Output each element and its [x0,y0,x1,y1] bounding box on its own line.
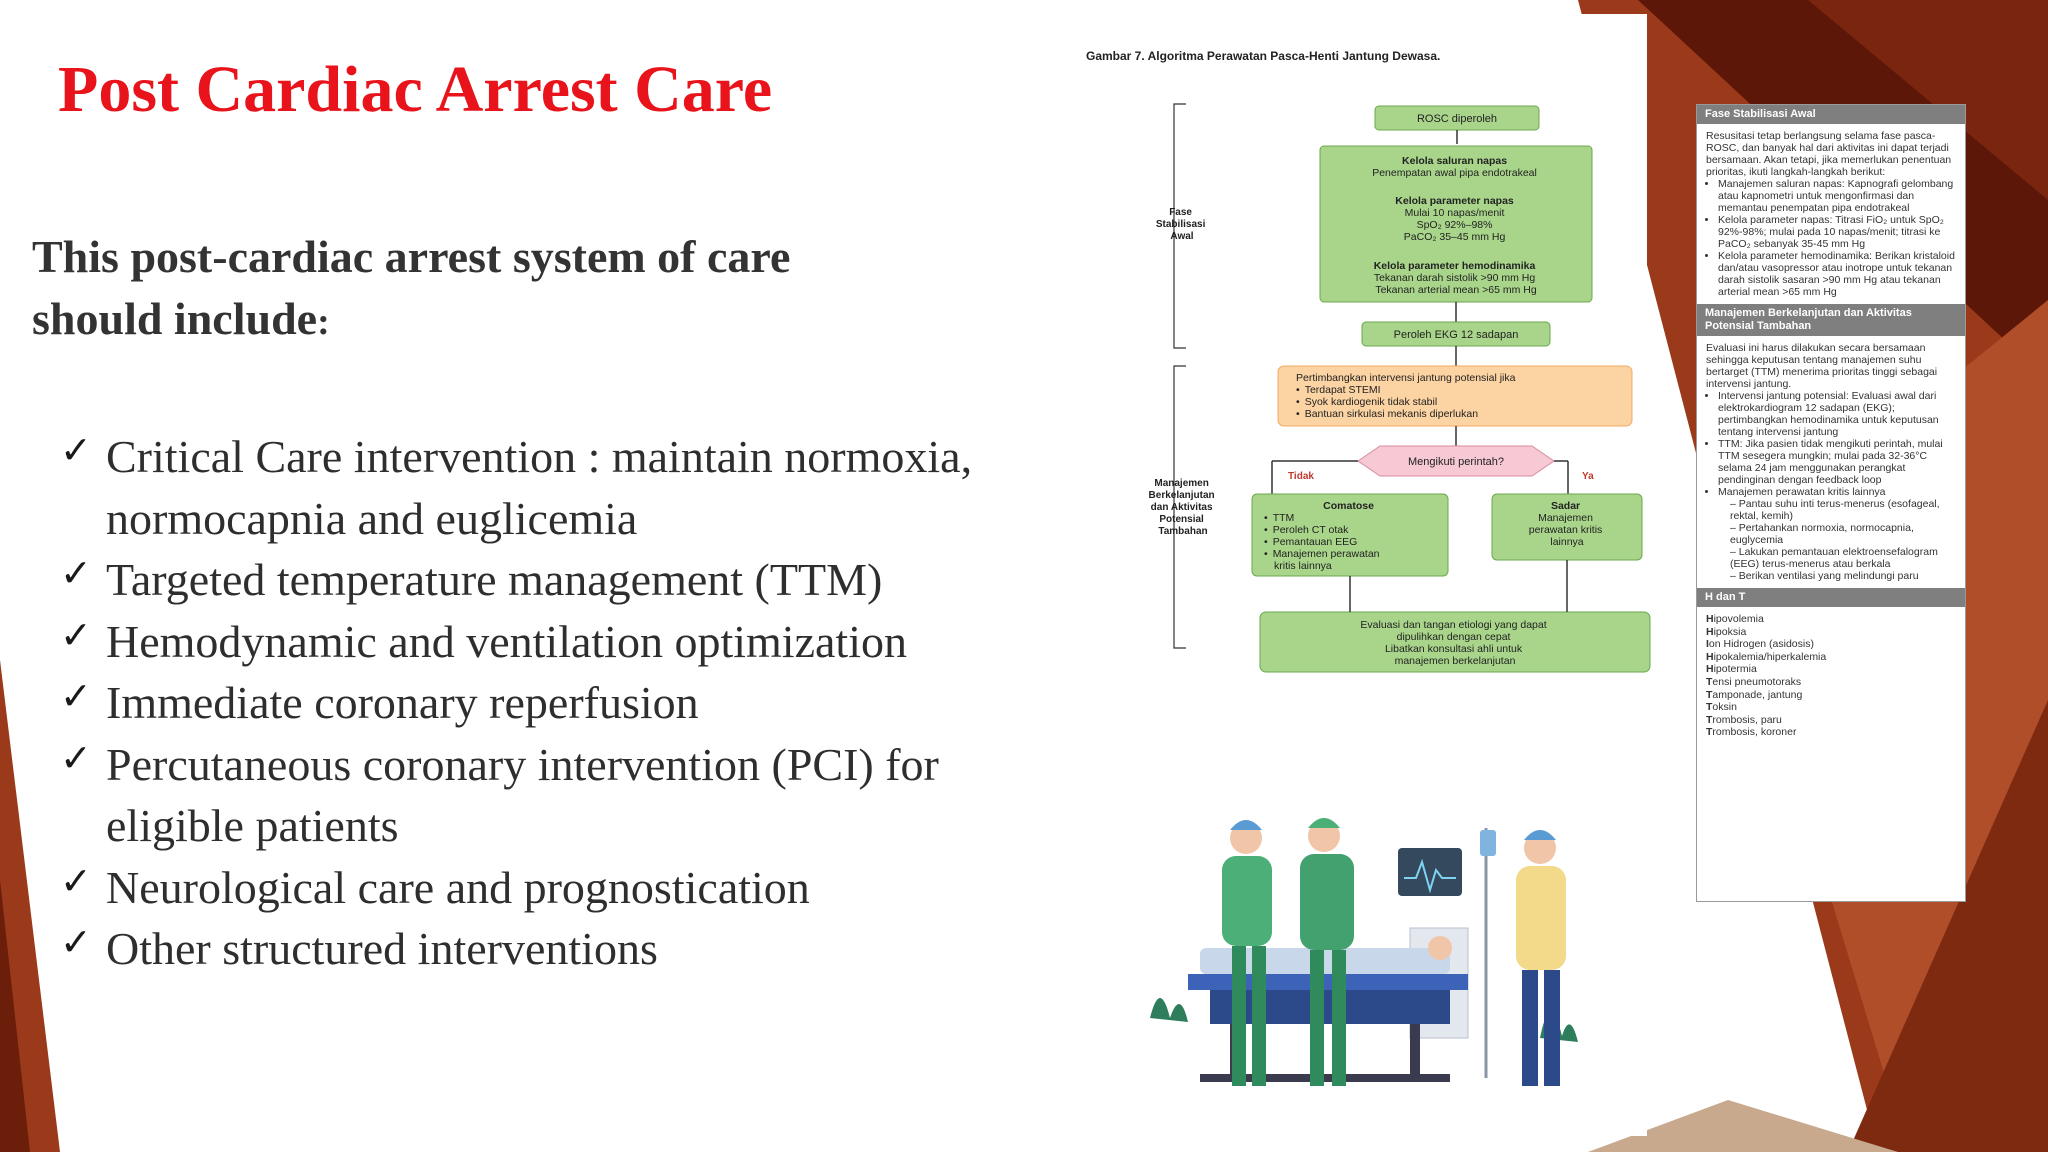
bullet-item: ✓ Neurological care and prognostication [60,857,1040,919]
decision-label: Mengikuti perintah? [1408,456,1504,468]
bullet-item: ✓ Hemodynamic and ventilation optimizatio… [60,611,1040,673]
nurse-body [1516,866,1566,970]
slide-subtitle: This post-cardiac arrest system of care … [32,226,912,353]
checkmark-icon: ✓ [60,551,92,595]
bullet-text: Percutaneous coronary intervention (PCI)… [106,738,939,852]
comatose-text: Comatose •TTM •Peroleh CT otak •Pemantau… [1264,500,1382,572]
rosc-label: ROSC diperoleh [1417,113,1497,125]
medical-team-illustration [1150,818,1578,1086]
bullet-text: Critical Care intervention : maintain no… [106,431,973,544]
plant-icon [1150,998,1188,1022]
h-and-t-item: Hipokalemia/hiperkalemia [1706,650,1827,663]
doctor-body [1222,856,1272,946]
bullet-item: ✓ Critical Care intervention : maintain n… [60,426,1040,549]
patient-head [1428,936,1452,960]
checkmark-icon: ✓ [60,674,92,718]
h-and-t-item: Hipoksia [1706,625,1747,638]
section-paragraph: Resusitasi tetap berlangsung selama fase… [1706,130,1952,178]
background-decoration-left [0,660,60,1152]
awake-text: Sadar Manajemen perawatan kritis lainnya [1529,500,1605,548]
checkmark-icon: ✓ [60,920,92,964]
bullet-text: Hemodynamic and ventilation optimization [106,615,907,667]
stabilization-text: Kelola saluran napas Penempatan awal pip… [1372,155,1540,296]
h-and-t-item: Hipovolemia [1706,613,1764,625]
figure-caption: Gambar 7. Algoritma Perawatan Pasca-Hent… [1086,49,1441,63]
section-paragraph: Evaluasi ini harus dilakukan secara bers… [1706,342,1938,390]
h-and-t-item: Trombosis, koroner [1706,726,1797,739]
section-item: Kelola parameter hemodinamika: Berikan k… [1718,250,1956,298]
section-item: Intervensi jantung potensial: Evaluasi a… [1718,390,1956,438]
h-and-t-item: Trombosis, paru [1706,713,1782,726]
bullet-list: ✓ Critical Care intervention : maintain n… [60,426,1040,980]
cardiac-intervention-text: Pertimbangkan intervensi jantung potensi… [1296,372,1518,420]
checkmark-icon: ✓ [60,858,92,903]
slide-title: Post Cardiac Arrest Care [58,53,773,126]
subtitle-colon: : [317,301,330,343]
section-subitem: Lakukan pemantauan elektroensefalogram (… [1730,546,1956,570]
evaluation-text: Evaluasi dan tangan etiologi yang dapat … [1360,619,1549,667]
section-header: Fase Stabilisasi Awal [1697,105,1965,124]
h-and-t-item: Toksin [1706,701,1737,714]
section-subitem: Pantau suhu inti terus-menerus (esofagea… [1730,498,1956,522]
section-body: Evaluasi ini harus dilakukan secara bers… [1697,336,1965,588]
phase2-label: Manajemen Berkelanjutan dan Aktivitas Po… [1149,478,1218,537]
checkmark-icon: ✓ [60,612,92,657]
phase1-label: Fase Stabilisasi Awal [1156,207,1208,242]
doctor-body [1300,854,1354,950]
h-and-t-item: Hipotermia [1706,663,1757,676]
phase1-bracket [1173,103,1186,349]
bullet-item: ✓ Percutaneous coronary intervention (PCI… [60,734,1040,857]
section-item: Manajemen perawatan kritis lainnya Panta… [1718,486,1956,582]
side-info-panel: Fase Stabilisasi Awal Resusitasi tetap b… [1696,104,1966,902]
no-label: Tidak [1288,471,1314,482]
section-item: Manajemen saluran napas: Kapnografi gelo… [1718,178,1956,214]
h-and-t-item: Tamponade, jantung [1706,688,1803,701]
h-and-t-list: Hipovolemia Hipoksia Ion Hidrogen (asido… [1697,607,1965,745]
h-and-t-item: Ion Hidrogen (asidosis) [1706,638,1814,651]
checkmark-icon: ✓ [60,428,92,472]
bullet-item: ✓ Immediate coronary reperfusion [60,672,1040,734]
monitor-icon [1398,848,1462,896]
phase2-bracket [1173,365,1186,649]
subtitle-text: This post-cardiac arrest system of care … [32,231,791,344]
ekg-label: Peroleh EKG 12 sadapan [1394,329,1519,341]
section-header: Manajemen Berkelanjutan dan Aktivitas Po… [1697,304,1965,336]
bullet-item: ✓ Targeted temperature management (TTM) [60,549,1040,611]
bullet-text: Targeted temperature management (TTM) [106,554,883,605]
checkmark-icon: ✓ [60,735,92,780]
section-item: TTM: Jika pasien tidak mengikuti perinta… [1718,438,1956,486]
cardiac-intervention-box [1277,365,1633,427]
yes-label: Ya [1582,471,1594,482]
section-subitem: Berikan ventilasi yang melindungi paru [1730,570,1956,582]
section-item: Kelola parameter napas: Titrasi FiO₂ unt… [1718,214,1956,250]
h-and-t-item: Tensi pneumotoraks [1706,675,1802,688]
bullet-text: Other structured interventions [106,923,658,974]
algorithm-flowchart: Fase Stabilisasi Awal Manajemen Berkelan… [1149,103,1651,673]
section-header: H dan T [1697,588,1965,607]
bullet-text: Neurological care and prognostication [106,861,810,913]
bullet-text: Immediate coronary reperfusion [106,677,699,728]
bullet-item: ✓ Other structured interventions [60,918,1040,980]
section-body: Resusitasi tetap berlangsung selama fase… [1697,124,1965,304]
evaluation-box [1259,611,1651,673]
section-subitem: Pertahankan normoxia, normocapnia, eugly… [1730,522,1956,546]
